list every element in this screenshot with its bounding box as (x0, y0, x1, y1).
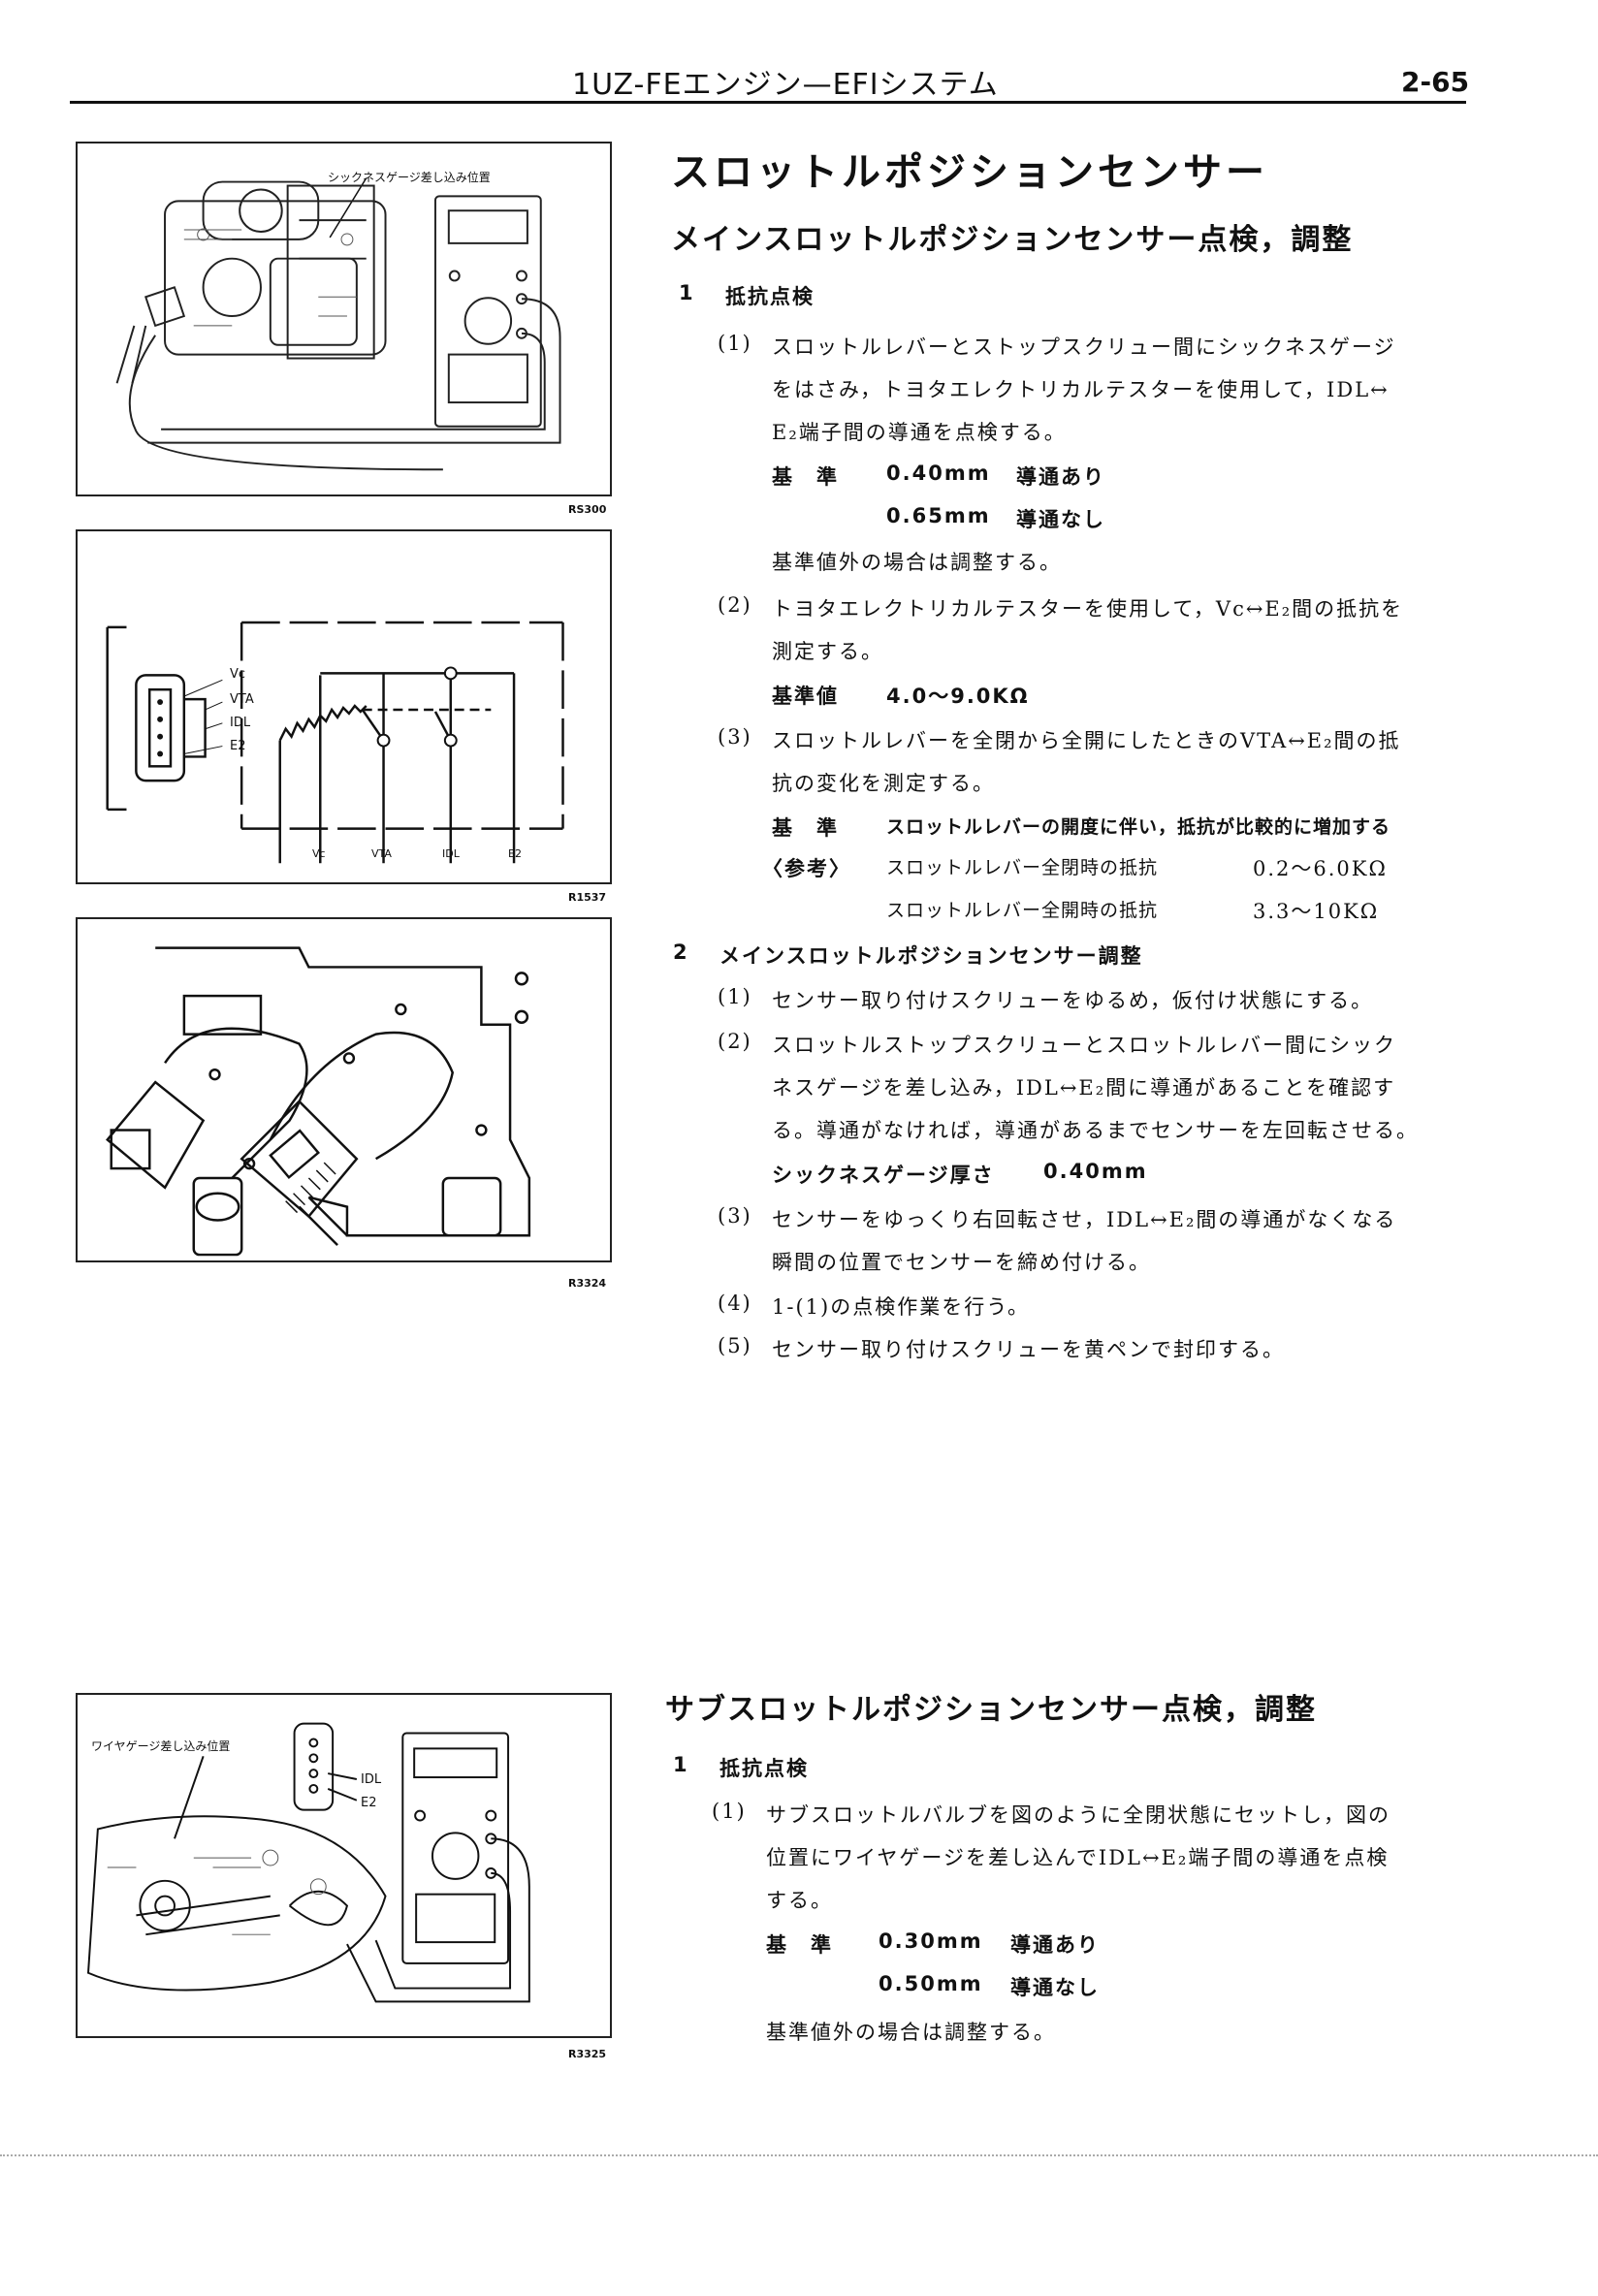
item-number: (1) (718, 985, 752, 1008)
standard-value: 0.40mm (886, 462, 991, 485)
figure-code: R3325 (568, 2048, 607, 2060)
step-number: 1 (679, 281, 695, 304)
figure-code: R3324 (568, 1277, 607, 1290)
step-number: 2 (673, 941, 689, 964)
item-text: をはさみ，トヨタエレクトリカルテスターを使用して，IDL↔ (772, 378, 1390, 401)
item-text: E₂端子間の導通を点検する。 (772, 421, 1067, 444)
figure-code: R1537 (568, 891, 607, 904)
standard-result: 導通なし (1016, 508, 1105, 531)
sensor-circuit-drawing (106, 621, 564, 864)
sensor-mounting-drawing (106, 946, 531, 1257)
bottom-dotted-rule (0, 2154, 1598, 2156)
header-rule (70, 101, 1466, 104)
standard-value: 0.40mm (1043, 1160, 1148, 1183)
item-text: スロットルレバーとストップスクリュー間にシックネスゲージ (772, 335, 1396, 359)
pin-label-vc: Vc (230, 667, 246, 682)
standard-label: 基 準 (766, 1933, 833, 1957)
item-text: する。 (766, 1889, 833, 1912)
section-title: スロットルポジションセンサー (671, 150, 1268, 195)
standard-label: 基 準 (772, 816, 839, 840)
item-number: (2) (718, 593, 752, 617)
throttle-body-with-tester-drawing (115, 177, 561, 471)
reference-value: 0.2〜6.0KΩ (1253, 857, 1388, 880)
note-text: 基準値外の場合は調整する。 (766, 2021, 1056, 2044)
reference-value: 3.3〜10KΩ (1253, 900, 1380, 923)
page-number: 2-65 (1401, 66, 1470, 98)
terminal-label-e2: E2 (508, 847, 522, 860)
item-text: スロットルレバーを全閉から全開にしたときのVTA↔E₂間の抵 (772, 729, 1401, 752)
figure-label: シックネスゲージ差し込み位置 (328, 171, 491, 184)
figure-label: ワイヤゲージ差し込み位置 (91, 1739, 231, 1753)
item-text: ネスゲージを差し込み，IDL↔E₂間に導通があることを確認す (772, 1076, 1396, 1100)
subsection-title-main: メインスロットルポジションセンサー点検，調整 (671, 223, 1354, 257)
item-text: 1-(1)の点検作業を行う。 (772, 1295, 1030, 1319)
item-text: 位置にワイヤゲージを差し込んでIDL↔E₂端子間の導通を点検 (766, 1846, 1390, 1869)
item-text: センサー取り付けスクリューをゆるめ，仮付け状態にする。 (772, 989, 1374, 1012)
figure-sensor-adjustment: R3324 (76, 917, 612, 1290)
item-text: 抗の変化を測定する。 (772, 772, 995, 795)
item-number: (2) (718, 1030, 752, 1053)
pin-label-vta: VTA (230, 692, 254, 707)
item-text: 瞬間の位置でセンサーを締め付ける。 (772, 1251, 1151, 1274)
item-number: (5) (718, 1334, 752, 1357)
item-number: (3) (718, 725, 752, 749)
item-text: 測定する。 (772, 640, 883, 663)
step-title: 抵抗点検 (725, 285, 815, 308)
step-number: 1 (673, 1753, 689, 1776)
standard-result: 導通なし (1010, 1976, 1100, 1999)
standard-value: 0.50mm (879, 1972, 983, 1995)
standard-value: 0.30mm (879, 1929, 983, 1953)
terminal-label-idl: IDL (442, 847, 460, 860)
step-title: 抵抗点検 (719, 1757, 809, 1780)
figure-sub-sensor-wire-gauge: ワイヤゲージ差し込み位置 IDL E2 R (76, 1693, 612, 2060)
item-text: る。導通がなければ，導通があるまでセンサーを左回転させる。 (772, 1119, 1419, 1142)
figure-code: RS300 (568, 503, 607, 516)
subsection-title-sub: サブスロットルポジションセンサー点検，調整 (665, 1693, 1317, 1727)
standard-value: 0.65mm (886, 504, 991, 527)
item-number: (1) (712, 1800, 747, 1823)
pin-label-e2: E2 (361, 1796, 377, 1810)
pin-label-e2: E2 (230, 739, 246, 753)
item-number: (4) (718, 1292, 752, 1315)
standard-label: 基準値 (772, 685, 839, 708)
terminal-label-vta: VTA (371, 847, 392, 860)
standard-value: 4.0〜9.0KΩ (886, 685, 1030, 708)
note-text: 基準値外の場合は調整する。 (772, 551, 1062, 574)
standard-result: 導通あり (1010, 1933, 1100, 1957)
figure-tester-thickness-gauge: シックネスゲージ差し込み位置 RS300 (76, 142, 612, 516)
figure-circuit-diagram: Vc VTA IDL E2 Vc VTA IDL E2 R1537 (76, 529, 612, 904)
item-text: スロットルストップスクリューとスロットルレバー間にシック (772, 1034, 1396, 1057)
reference-label: 〈参考〉 (762, 857, 851, 880)
reference-text: スロットルレバー全開時の抵抗 (886, 900, 1159, 921)
reference-text: スロットルレバー全閉時の抵抗 (886, 857, 1159, 878)
item-text: センサーをゆっくり右回転させ，IDL↔E₂間の導通がなくなる (772, 1208, 1397, 1231)
pin-label-idl: IDL (230, 716, 251, 730)
item-text: センサー取り付けスクリューを黄ペンで封印する。 (772, 1338, 1285, 1361)
terminal-label-vc: Vc (312, 847, 326, 860)
item-number: (3) (718, 1204, 752, 1228)
standard-value: スロットルレバーの開度に伴い，抵抗が比較的に増加する (886, 816, 1391, 838)
standard-label: 基 準 (772, 465, 839, 489)
header-title: 1UZ-FEエンジン—EFIシステム (572, 68, 999, 102)
item-text: トヨタエレクトリカルテスターを使用して，Vc↔E₂間の抵抗を (772, 597, 1404, 621)
item-number: (1) (718, 332, 752, 355)
sub-sensor-with-tester-drawing (86, 1722, 530, 2003)
item-text: サブスロットルバルブを図のように全閉状態にセットし，図の (766, 1803, 1390, 1827)
step-title: メインスロットルポジションセンサー調整 (719, 944, 1143, 968)
standard-label: シックネスゲージ厚さ (772, 1164, 995, 1187)
standard-result: 導通あり (1016, 465, 1105, 489)
pin-label-idl: IDL (361, 1772, 382, 1787)
